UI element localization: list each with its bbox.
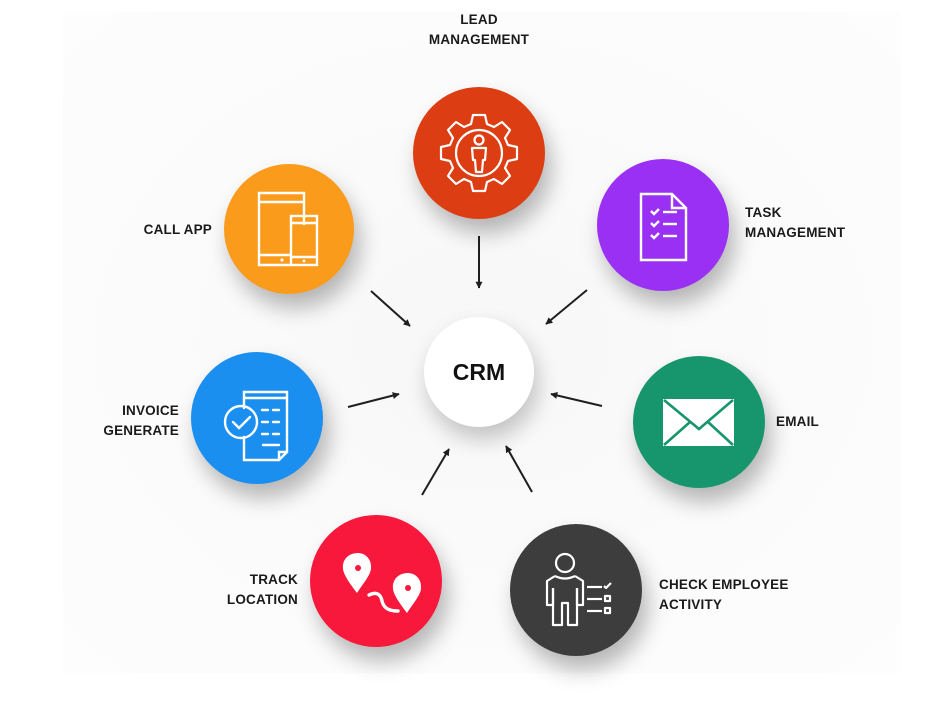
crm-hub: CRM (424, 317, 534, 427)
label-track-location: TRACK LOCATION (180, 570, 298, 610)
label-line: LEAD (460, 12, 498, 27)
label-line: MANAGEMENT (428, 32, 530, 47)
gear-person-icon (439, 113, 519, 193)
label-line: ACTIVITY (659, 597, 723, 612)
label-call-app: CALL APP (100, 220, 212, 240)
label-email: EMAIL (776, 412, 819, 432)
node-task-management (597, 159, 729, 291)
label-line: EMAIL (776, 414, 819, 429)
map-route-icon (342, 553, 422, 613)
label-lead-management: LEAD MANAGEMENT (419, 10, 539, 50)
label-line: TRACK (249, 572, 298, 587)
checklist-document-icon (639, 192, 688, 262)
label-task-management: TASK MANAGEMENT (745, 203, 845, 243)
crm-hub-label: CRM (452, 358, 506, 385)
node-check-employee-activity (510, 524, 642, 656)
node-invoice-generate (191, 352, 323, 484)
envelope-icon (663, 398, 734, 446)
invoice-check-icon (223, 390, 289, 462)
label-check-employee-activity: CHECK EMPLOYEE ACTIVITY (659, 575, 789, 615)
label-line: MANAGEMENT (745, 225, 846, 240)
label-invoice-generate: INVOICE GENERATE (60, 401, 179, 441)
label-line: GENERATE (103, 423, 179, 438)
tablet-phone-icon (257, 191, 319, 267)
node-lead-management (413, 87, 545, 219)
node-email (633, 356, 765, 488)
node-track-location (310, 515, 442, 647)
node-call-app (224, 164, 354, 294)
label-line: LOCATION (226, 592, 298, 607)
employee-checklist-icon (545, 552, 612, 627)
label-line: CALL APP (143, 222, 212, 237)
label-line: CHECK EMPLOYEE (659, 577, 789, 592)
label-line: TASK (745, 205, 782, 220)
label-line: INVOICE (122, 403, 179, 418)
